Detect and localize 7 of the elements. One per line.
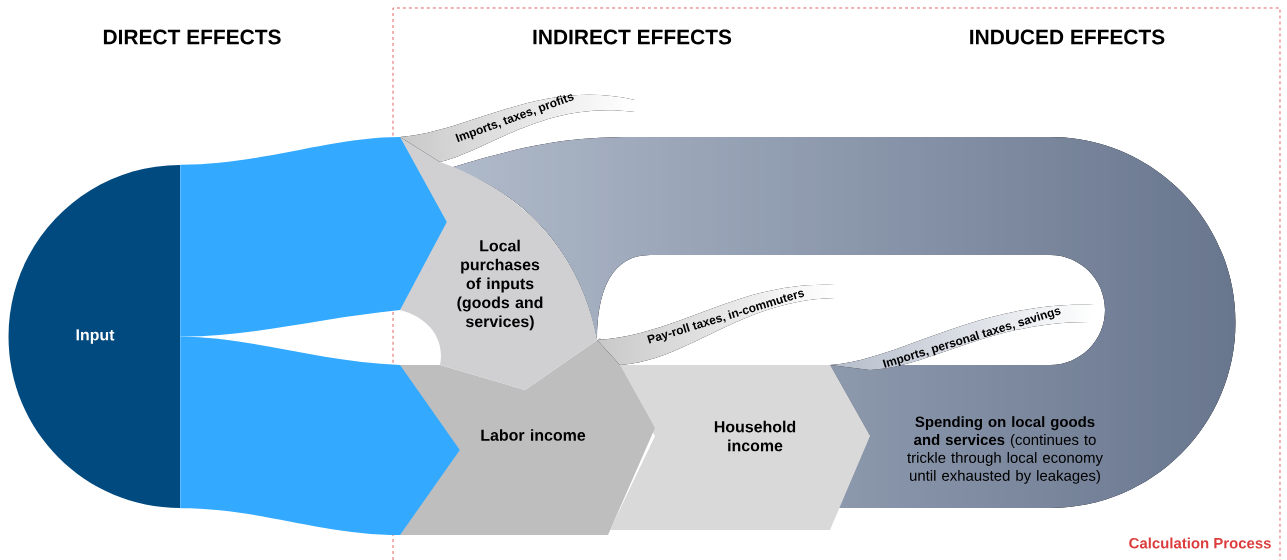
footer-note: Calculation Process — [1129, 537, 1271, 549]
flow-band — [180, 137, 447, 337]
section-heading: INDUCED EFFECTS — [970, 29, 1165, 45]
section-heading: DIRECT EFFECTS — [103, 29, 281, 45]
chevron-band: Household income — [610, 365, 870, 530]
flow-band — [180, 336, 460, 535]
section-heading: INDIRECT EFFECTS — [533, 29, 732, 45]
